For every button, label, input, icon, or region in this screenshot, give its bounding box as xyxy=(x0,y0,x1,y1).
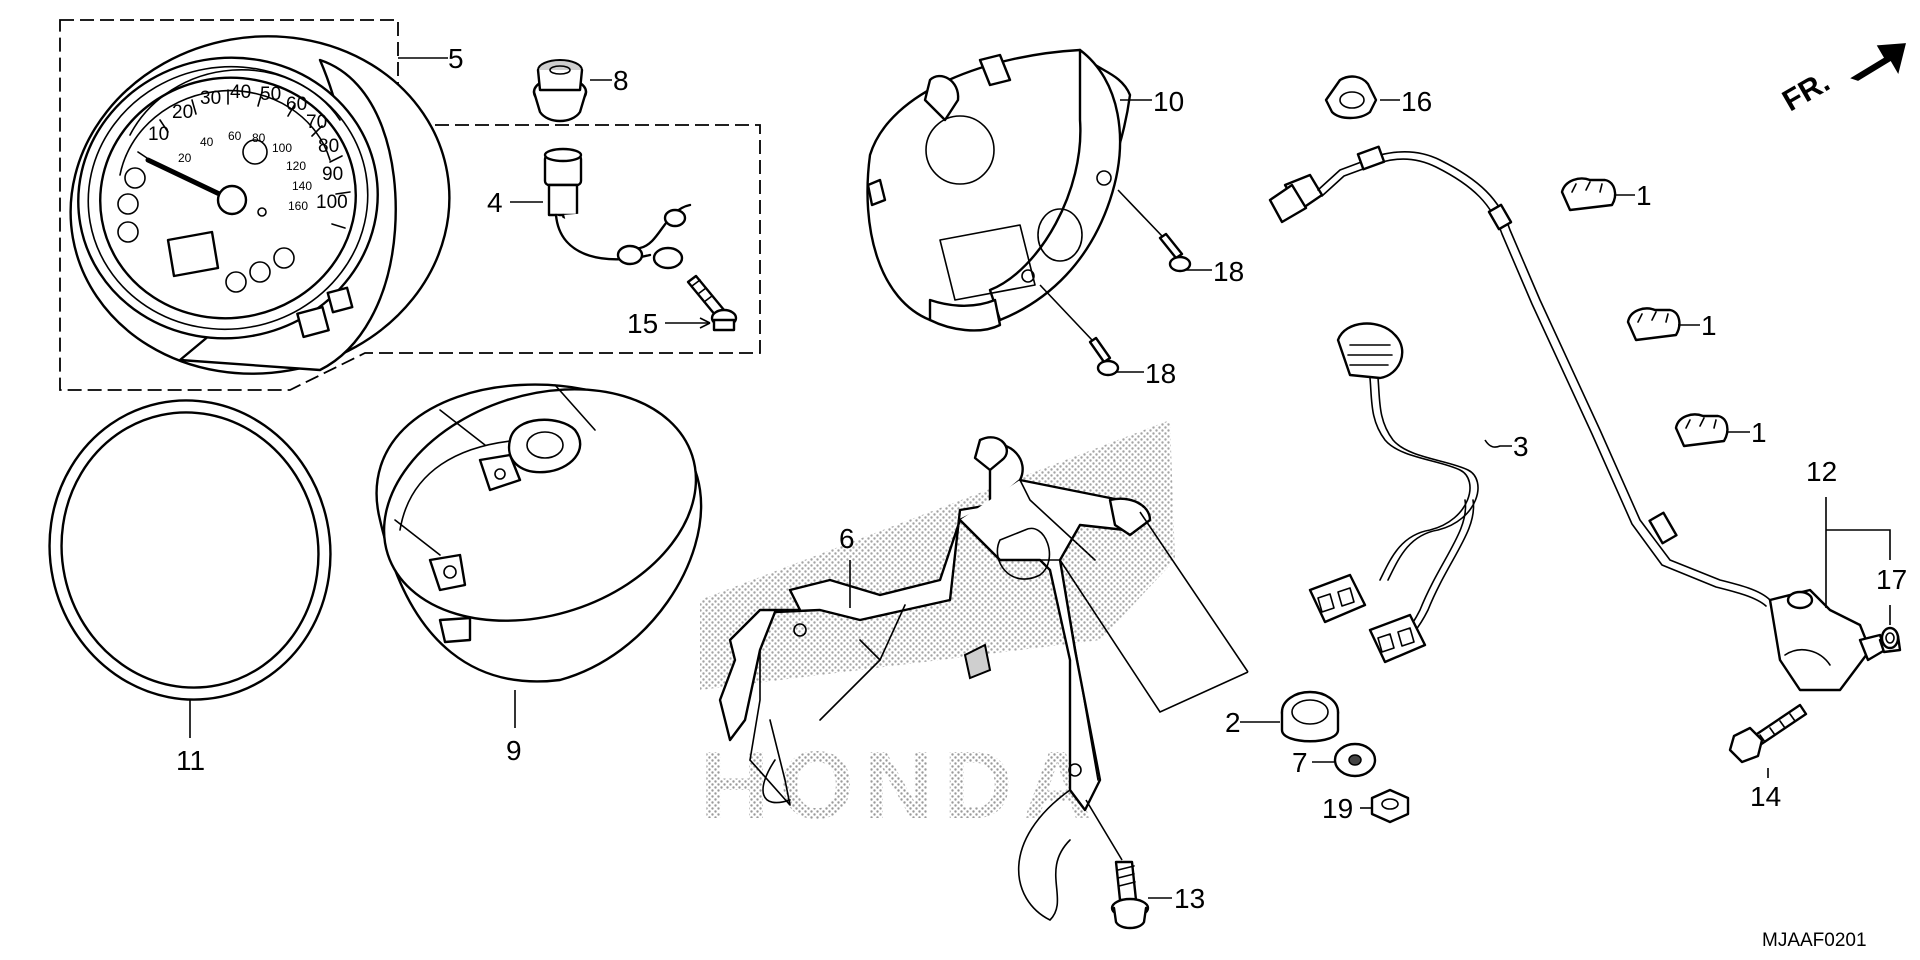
callout-13: 13 xyxy=(1174,883,1205,914)
o-ring-17 xyxy=(1880,626,1900,650)
callout-16: 16 xyxy=(1401,86,1432,117)
callout-2: 2 xyxy=(1225,707,1241,738)
callout-17: 17 xyxy=(1876,564,1907,595)
gauge-label: 70 xyxy=(306,112,327,133)
bracket-leader xyxy=(1059,511,1249,714)
wire-clamp-1b xyxy=(1626,307,1681,342)
callout-18-upper: 18 xyxy=(1213,256,1244,287)
callout-7: 7 xyxy=(1292,747,1308,778)
bulb-socket-wire xyxy=(543,147,692,270)
callout-9: 9 xyxy=(506,735,522,766)
gauge-label: 80 xyxy=(318,136,339,157)
callout-labels: 5 8 4 15 10 16 18 18 1 1 1 3 12 17 14 6 … xyxy=(176,43,1907,914)
callout-12: 12 xyxy=(1806,456,1837,487)
collar-7 xyxy=(1333,742,1377,778)
gauge-label: 100 xyxy=(272,141,292,155)
callout-14: 14 xyxy=(1750,781,1781,812)
callout-6: 6 xyxy=(839,523,855,554)
gauge-label: 60 xyxy=(286,94,307,115)
gauge-label: 90 xyxy=(322,164,343,185)
rubber-mount-2 xyxy=(1280,690,1340,743)
assembly-group-box xyxy=(59,19,761,391)
front-arrow-icon xyxy=(1850,43,1906,81)
grommet xyxy=(532,59,588,123)
callout-1-a: 1 xyxy=(1636,180,1652,211)
bolt-14 xyxy=(1728,703,1808,764)
gauge-label: 160 xyxy=(288,199,308,213)
honda-watermark: HONDA xyxy=(700,420,1175,839)
speed-sensor xyxy=(1768,588,1902,692)
direction-label: FR. xyxy=(1777,65,1835,118)
speed-sensor-cable xyxy=(1268,145,1771,607)
callout-4: 4 xyxy=(487,187,503,218)
nut-19 xyxy=(1370,788,1410,824)
wire-clamp-1c xyxy=(1674,413,1729,448)
meter-cup xyxy=(375,383,703,683)
callout-1-c: 1 xyxy=(1751,417,1767,448)
gauge-label: 10 xyxy=(148,124,169,145)
clip-16 xyxy=(1324,75,1378,120)
headlight-case xyxy=(866,48,1132,332)
callout-10: 10 xyxy=(1153,86,1184,117)
gauge-label: 50 xyxy=(260,84,281,105)
gauge-outer-scale: 10 20 30 40 50 60 70 80 90 100 xyxy=(148,82,348,213)
gauge-inner-scale: 20 40 60 80 100 120 140 160 xyxy=(178,129,312,213)
gauge-label: 40 xyxy=(200,135,214,149)
gauge-label: 60 xyxy=(228,129,242,143)
indicator-lights xyxy=(117,139,295,293)
bolt-13 xyxy=(1085,799,1150,930)
callout-15: 15 xyxy=(627,308,658,339)
callout-1-b: 1 xyxy=(1701,310,1717,341)
screw-15 xyxy=(686,274,738,332)
gauge-label: 100 xyxy=(316,192,348,213)
screw-18-upper xyxy=(1117,189,1192,273)
callout-19: 19 xyxy=(1322,793,1353,824)
gauge-label: 40 xyxy=(230,82,251,103)
gauge-label: 120 xyxy=(286,159,306,173)
gauge-label: 140 xyxy=(292,179,312,193)
front-direction-indicator: FR. xyxy=(1777,43,1906,118)
wire-clamp-1a xyxy=(1560,177,1617,212)
leader-lines xyxy=(189,57,1891,899)
callout-18-lower: 18 xyxy=(1145,358,1176,389)
callout-5: 5 xyxy=(448,43,464,74)
gauge-label: 20 xyxy=(178,151,192,165)
watermark-text: HONDA xyxy=(700,732,1102,839)
callout-8: 8 xyxy=(613,65,629,96)
callout-11: 11 xyxy=(176,745,205,776)
seal-ring xyxy=(48,399,332,701)
meter-stay-bracket xyxy=(718,436,1152,921)
screw-18-lower xyxy=(1039,284,1120,377)
diagram-code: MJAAF0201 xyxy=(1762,930,1867,951)
callout-3: 3 xyxy=(1513,431,1529,462)
gauge-label: 20 xyxy=(172,102,193,123)
speedometer-assembly: 10 20 30 40 50 60 70 80 90 100 20 40 60 … xyxy=(69,35,451,375)
sub-wire-harness xyxy=(1308,322,1479,664)
gauge-label: 30 xyxy=(200,88,221,109)
